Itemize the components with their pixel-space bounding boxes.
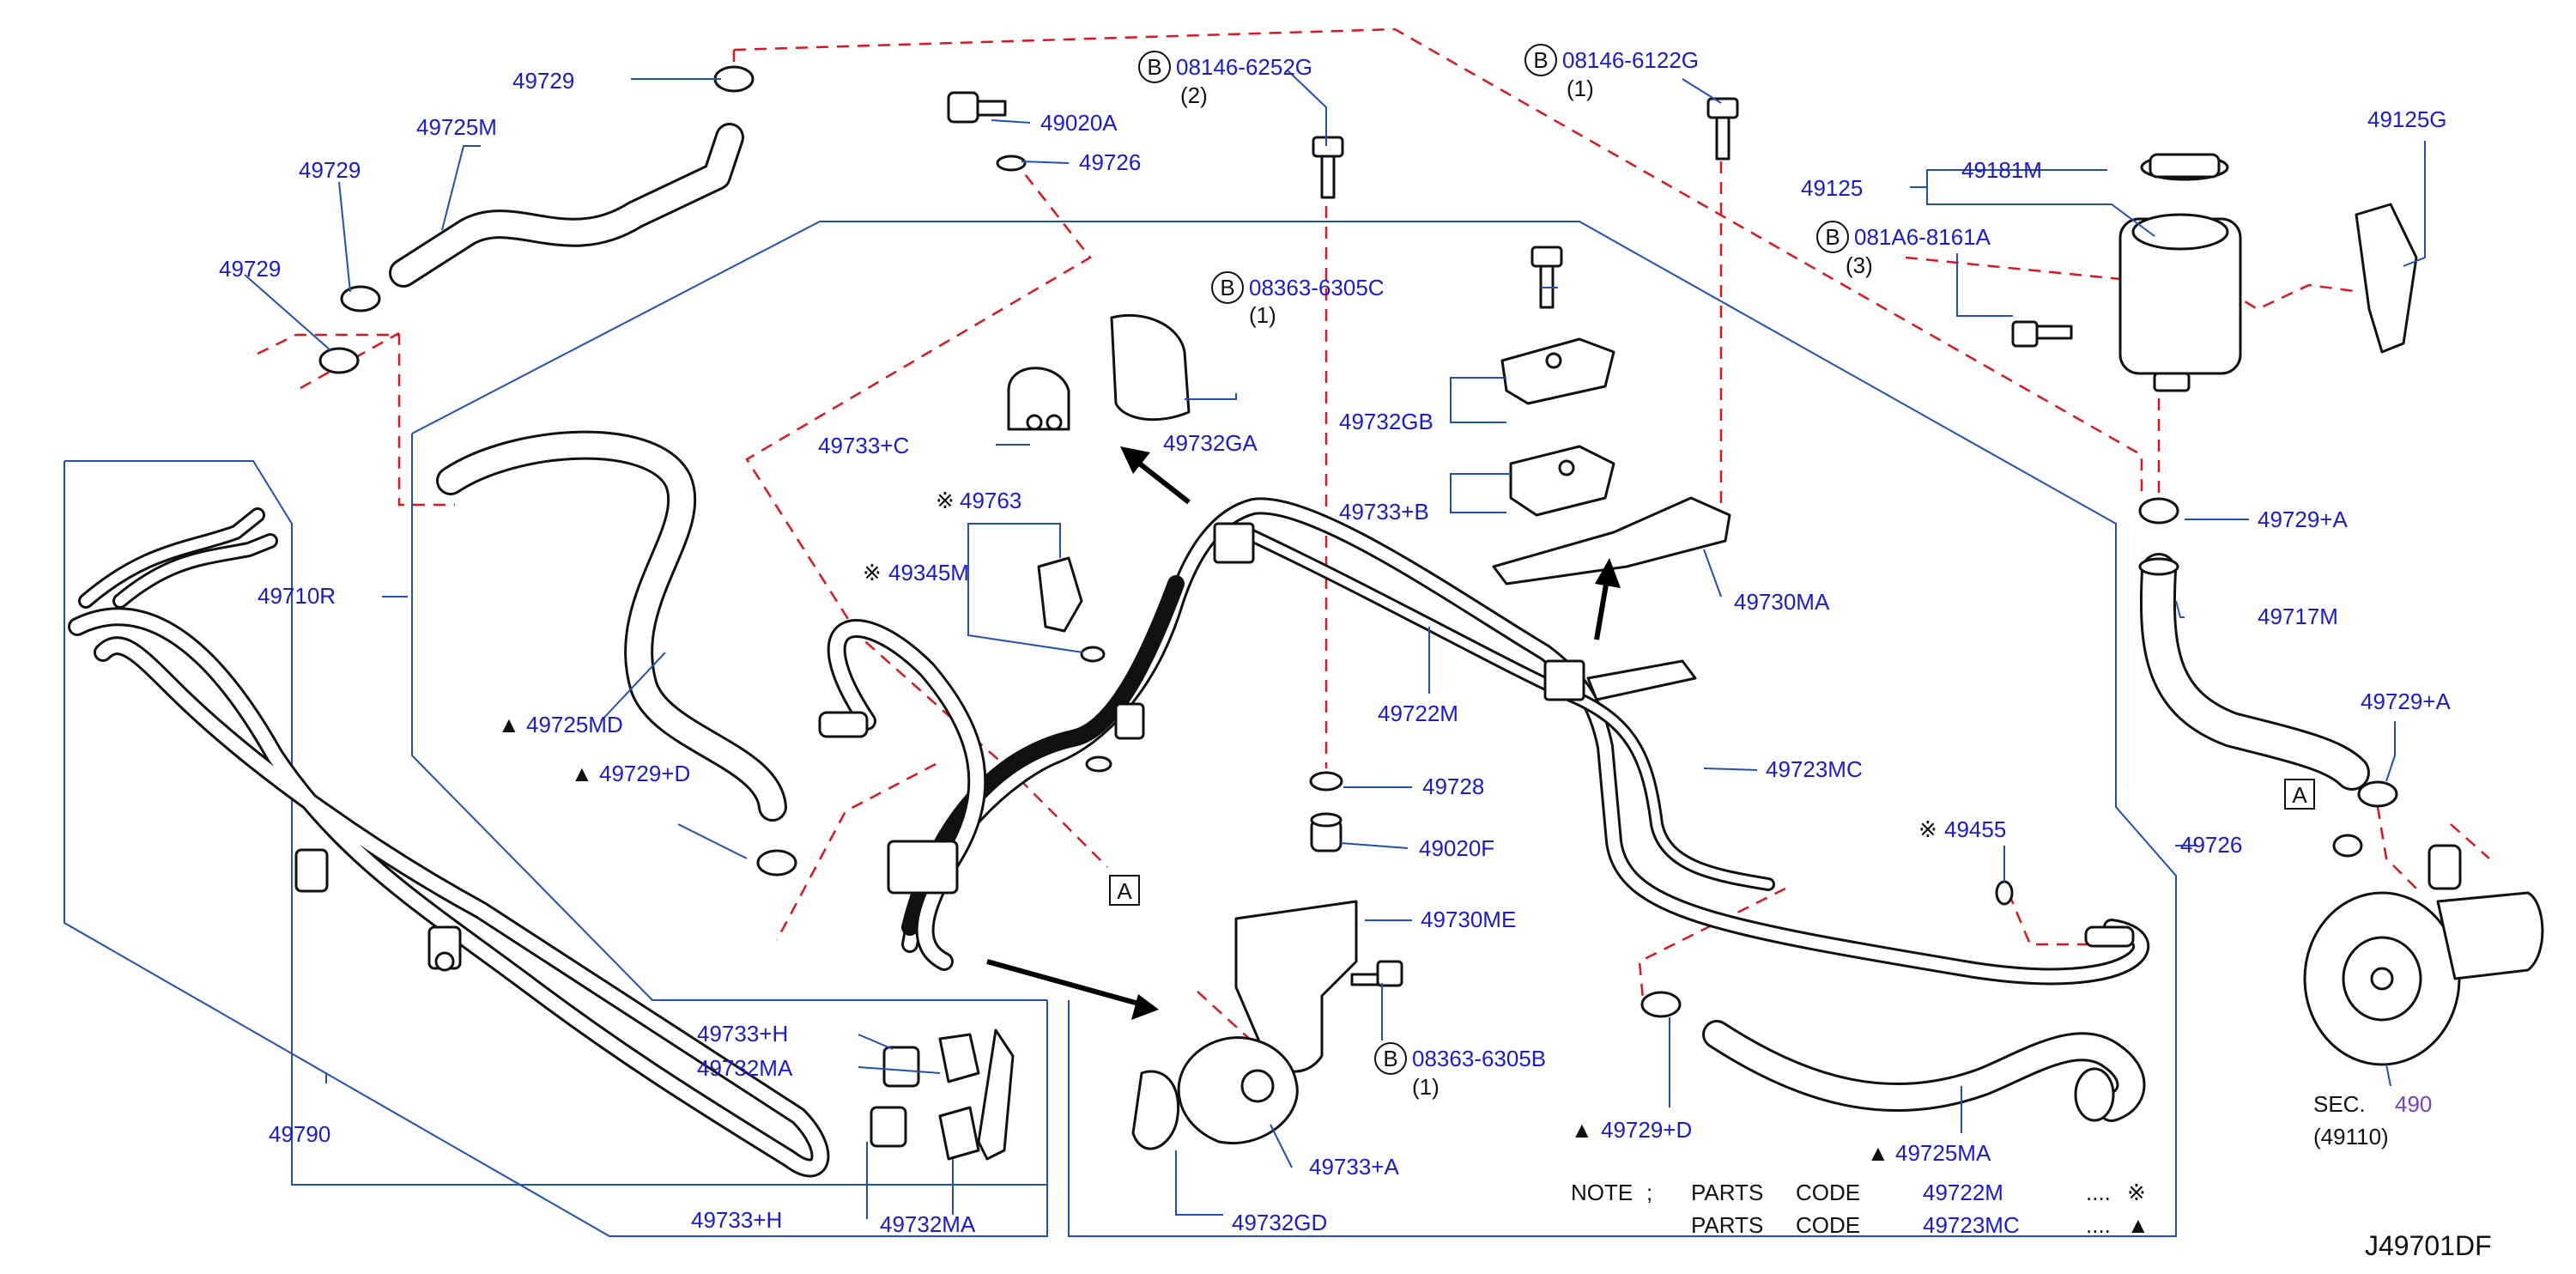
- label-bolt-qty: (3): [1846, 252, 1873, 278]
- triangle-marker: ▲: [1867, 1140, 1889, 1166]
- label-49723MC: 49723MC: [1766, 756, 1863, 782]
- label-49730MA: 49730MA: [1734, 589, 1830, 615]
- label-bolt-qty: (1): [1249, 302, 1276, 328]
- bolts: [947, 91, 2363, 987]
- note-table: NOTE ; PARTS CODE 49722M .... ※ PARTS CO…: [1571, 1180, 2149, 1238]
- triangle-marker: ▲: [571, 761, 593, 786]
- label-49729D: 49729+D: [599, 761, 690, 786]
- tube-assembly-49790: [68, 507, 830, 1178]
- label-49726: 49726: [1079, 149, 1141, 175]
- hose-49725M: [389, 123, 744, 288]
- label-bolt-08363-6305C: 08363-6305C: [1249, 275, 1385, 300]
- label-49725MA: 49725MA: [1895, 1140, 1991, 1166]
- label-49181M: 49181M: [1961, 157, 2042, 183]
- section-sub: (49110): [2313, 1124, 2389, 1150]
- label-49729D: 49729+D: [1601, 1117, 1692, 1143]
- label-49728: 49728: [1422, 774, 1484, 799]
- triangle-marker: ▲: [498, 712, 520, 737]
- star-marker: ※: [1918, 816, 1937, 842]
- label-49345M: 49345M: [888, 560, 969, 585]
- label-bolt-qty: (1): [1567, 76, 1594, 101]
- note-part-number: 49722M: [1923, 1180, 2003, 1205]
- assembly-frame-lines: [64, 221, 2177, 1237]
- star-marker: ※: [863, 560, 882, 585]
- label-49733A: 49733+A: [1309, 1154, 1399, 1180]
- note-triangle-symbol: ▲: [2127, 1212, 2149, 1238]
- section-number: 490: [2395, 1091, 2432, 1117]
- label-bolt-qty: (1): [1412, 1074, 1440, 1100]
- label-49455: 49455: [1944, 816, 2006, 842]
- label-bolt-08363-6305B: 08363-6305B: [1412, 1046, 1546, 1071]
- label-49790: 49790: [269, 1121, 330, 1147]
- label-49732GB: 49732GB: [1339, 409, 1433, 434]
- note-code: CODE: [1796, 1212, 1860, 1238]
- label-49710R: 49710R: [258, 583, 336, 609]
- note-dots: ....: [2086, 1212, 2111, 1238]
- label-49725M: 49725M: [416, 114, 497, 140]
- reservoir-tank: [2118, 153, 2418, 392]
- label-49125: 49125: [1801, 175, 1863, 201]
- label-49729A: 49729+A: [2258, 507, 2348, 532]
- tube-assembly-49722M: [818, 497, 2150, 986]
- marker-b: B: [1383, 1046, 1397, 1071]
- label-49763: 49763: [960, 488, 1021, 513]
- note-part-number: 49723MC: [1923, 1212, 2020, 1238]
- diagram-code: J49701DF: [2365, 1230, 2492, 1261]
- star-marker: ※: [936, 488, 955, 513]
- label-bolt-08146-6122G: 08146-6122G: [1562, 47, 1699, 73]
- part-labels: 49729 49725M 49729 49729 49020A 49726 08…: [219, 47, 2451, 1237]
- label-49729A: 49729+A: [2361, 689, 2451, 714]
- marker-b: B: [1533, 47, 1548, 73]
- brackets-and-insulators: [870, 313, 1731, 1161]
- label-49722M: 49722M: [1378, 701, 1458, 726]
- label-bolt-08146-6252G: 08146-6252G: [1176, 54, 1312, 80]
- note-star-symbol: ※: [2127, 1180, 2146, 1205]
- section-label: SEC.: [2313, 1091, 2366, 1117]
- label-49733H: 49733+H: [697, 1021, 788, 1046]
- marker-a: A: [1117, 878, 1132, 904]
- note-dots: ....: [2086, 1180, 2111, 1205]
- hose-49725MA: [1702, 1020, 2146, 1122]
- label-bolt-081A6-8161A: 081A6-8161A: [1854, 224, 1991, 250]
- label-49020F: 49020F: [1419, 835, 1494, 861]
- note-code: CODE: [1796, 1180, 1860, 1205]
- label-49732MA: 49732MA: [697, 1055, 793, 1081]
- note-parts: PARTS: [1691, 1212, 1763, 1238]
- hose-49717M: [2138, 553, 2370, 791]
- label-49733C: 49733+C: [818, 433, 909, 458]
- label-49733H: 49733+H: [691, 1207, 782, 1233]
- label-49125G: 49125G: [2367, 106, 2447, 132]
- marker-a: A: [2292, 782, 2307, 808]
- circle-b-markers: B B B B B: [1138, 44, 1849, 1075]
- pressure-switch-and-orings: [1037, 556, 2014, 906]
- marker-b: B: [1220, 275, 1234, 300]
- label-49020A: 49020A: [1040, 110, 1118, 136]
- note-title: NOTE: [1571, 1180, 1633, 1205]
- leader-lines: [244, 70, 2426, 1219]
- box-a-markers: A A: [1109, 779, 2315, 906]
- label-49732GA: 49732GA: [1163, 430, 1258, 456]
- marker-b: B: [1825, 224, 1840, 250]
- label-49732GD: 49732GD: [1232, 1210, 1327, 1235]
- triangle-marker: ▲: [1571, 1117, 1593, 1143]
- clamps: [318, 65, 2398, 1018]
- label-49717M: 49717M: [2258, 604, 2338, 629]
- marker-b: B: [1147, 54, 1161, 80]
- label-49733B: 49733+B: [1339, 499, 1429, 525]
- label-49730ME: 49730ME: [1421, 907, 1516, 932]
- label-49725MD: 49725MD: [526, 712, 623, 737]
- label-49726: 49726: [2180, 832, 2242, 858]
- note-separator: ;: [1646, 1180, 1652, 1205]
- label-bolt-qty: (2): [1180, 82, 1208, 108]
- label-49729: 49729: [299, 157, 361, 183]
- label-49732MA: 49732MA: [880, 1211, 976, 1237]
- note-parts: PARTS: [1691, 1180, 1763, 1205]
- label-49729: 49729: [219, 256, 281, 282]
- hose-49725MD: [436, 430, 787, 822]
- power-steering-pump: [2303, 844, 2544, 1066]
- assembly-arrows: [986, 446, 1621, 1020]
- label-49729: 49729: [512, 68, 574, 94]
